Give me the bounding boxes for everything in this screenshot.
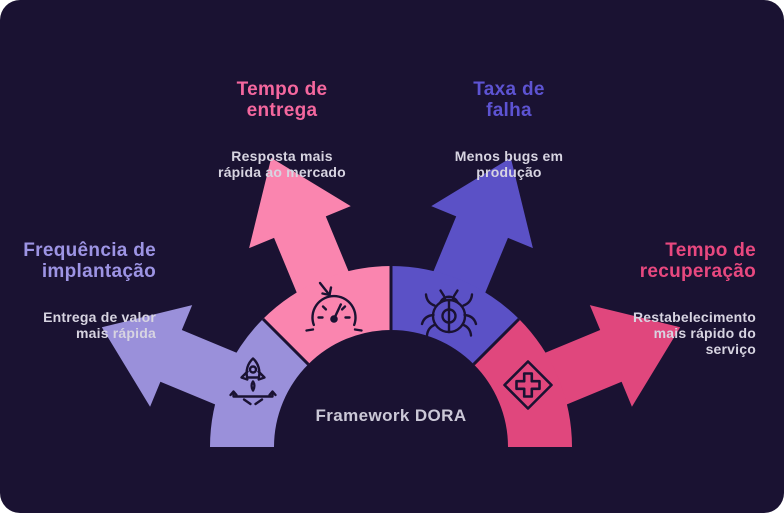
rocket-launch-icon (229, 357, 277, 406)
speedometer-icon (305, 281, 363, 332)
deployment-frequency-description: Entrega de valor mais rápida (43, 309, 156, 341)
time-to-recovery-label: Tempo de recuperação Restabelecimento ma… (556, 222, 756, 375)
bug-icon (420, 289, 478, 337)
change-failure-rate-title: Taxa de falha (473, 79, 545, 121)
deployment-frequency-segment (210, 319, 309, 447)
diagram-title: Framework DORA (315, 406, 467, 425)
lead-time-title: Tempo de entrega (236, 79, 328, 121)
lead-time-label: Tempo de entrega Resposta mais rápida ao… (182, 61, 382, 198)
deployment-frequency-title: Frequência de implantação (23, 240, 156, 282)
segment-separators (261, 266, 521, 366)
change-failure-rate-description: Menos bugs em produção (454, 148, 564, 180)
medical-cross-icon (503, 360, 553, 410)
lead-time-description: Resposta mais rápida ao mercado (218, 148, 346, 180)
deployment-frequency-label: Frequência de implantação Entrega de val… (4, 222, 156, 359)
lead-time-segment (263, 266, 391, 365)
time-to-recovery-description: Restabelecimento mais rápido do serviço (632, 309, 756, 357)
time-to-recovery-title: Tempo de recuperação (639, 240, 756, 282)
time-to-recovery-segment (473, 319, 572, 447)
change-failure-rate-label: Taxa de falha Menos bugs em produção (409, 61, 609, 198)
